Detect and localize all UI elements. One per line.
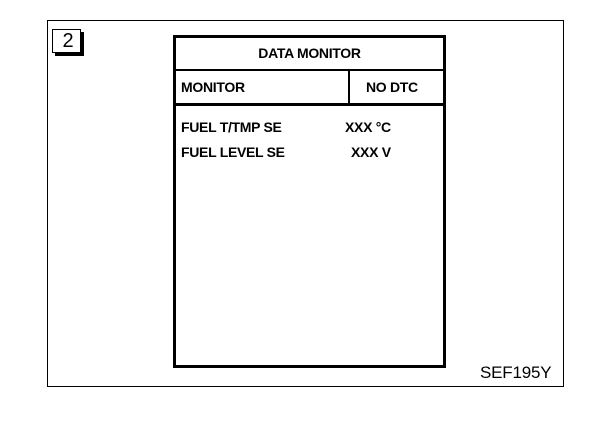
screen-title: DATA MONITOR	[176, 38, 443, 71]
figure-frame	[47, 20, 564, 387]
data-monitor-screen: DATA MONITOR MONITOR NO DTC FUEL T/TMP S…	[173, 35, 446, 368]
monitor-item-value: XXX °C	[345, 119, 391, 135]
figure-code: SEF195Y	[480, 363, 552, 382]
monitor-item-value: XXX V	[351, 144, 391, 160]
header-divider	[348, 71, 350, 103]
monitor-item-name: FUEL T/TMP SE	[181, 119, 282, 135]
step-badge-shadow	[55, 53, 84, 56]
monitor-item-fuel-tank-temp[interactable]: FUEL T/TMP SE XXX °C	[181, 116, 441, 141]
dtc-status-label: NO DTC	[366, 79, 418, 95]
monitor-item-list: FUEL T/TMP SE XXX °C FUEL LEVEL SE XXX V	[181, 116, 441, 166]
monitor-item-fuel-level[interactable]: FUEL LEVEL SE XXX V	[181, 141, 441, 166]
monitor-column-header: MONITOR	[181, 79, 245, 95]
monitor-header-row: MONITOR NO DTC	[176, 71, 443, 106]
step-number-badge: 2	[52, 29, 84, 55]
monitor-item-name: FUEL LEVEL SE	[181, 144, 285, 160]
